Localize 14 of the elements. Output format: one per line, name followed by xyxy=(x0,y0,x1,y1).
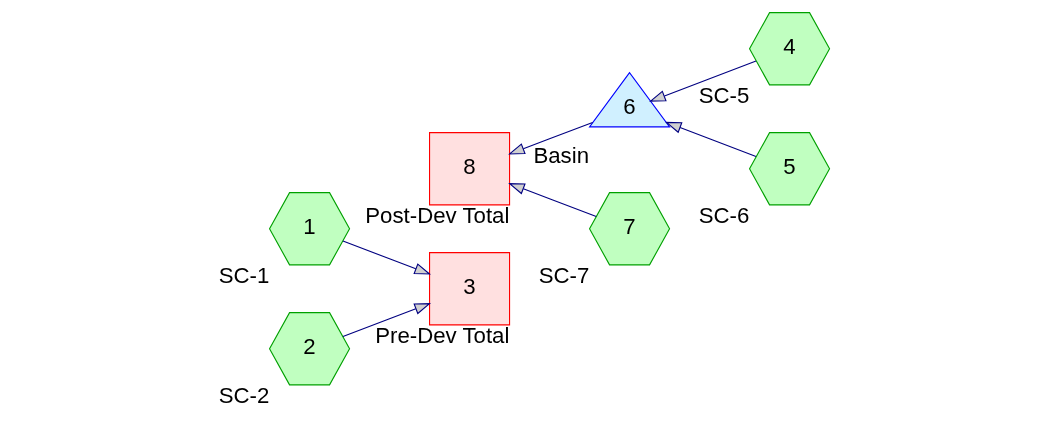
node-label: SC-6 xyxy=(698,202,750,228)
arrow xyxy=(342,240,432,275)
arrow xyxy=(649,60,757,102)
node-label: Basin xyxy=(533,142,590,168)
node-box: 8 xyxy=(429,132,511,206)
node-label: SC-5 xyxy=(698,82,750,108)
arrow xyxy=(508,183,597,218)
node-label: SC-7 xyxy=(538,262,590,288)
arrow xyxy=(664,121,757,157)
node-label: SC-1 xyxy=(218,262,270,288)
arrow xyxy=(508,121,594,155)
arrow xyxy=(342,303,432,338)
node-box: 3 xyxy=(429,252,511,326)
node-label: SC-2 xyxy=(218,382,270,408)
